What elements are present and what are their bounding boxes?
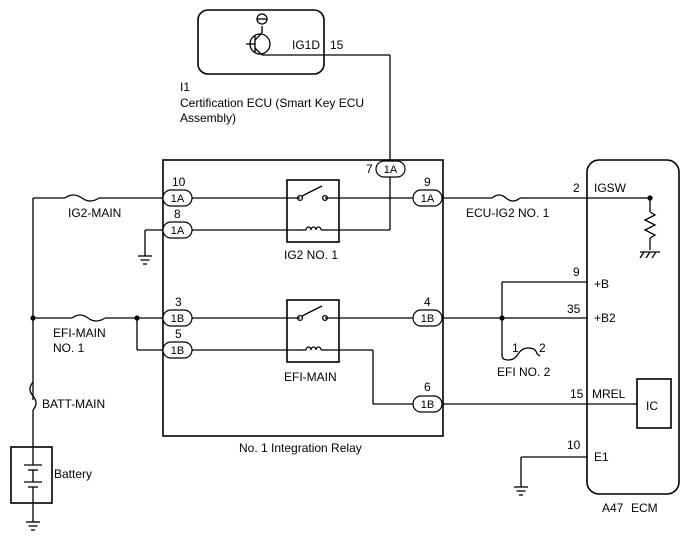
svg-text:1A: 1A bbox=[171, 225, 185, 237]
chassis-ground-icon bbox=[639, 251, 660, 259]
svg-text:7: 7 bbox=[366, 162, 373, 176]
svg-text:+B2: +B2 bbox=[594, 311, 616, 325]
svg-text:2: 2 bbox=[573, 181, 580, 195]
svg-text:1B: 1B bbox=[171, 345, 184, 357]
connector-pin-5: 5 1B bbox=[162, 327, 193, 359]
ecm-terminal-igsw: 2 IGSW bbox=[573, 181, 627, 195]
ground-icon bbox=[514, 486, 528, 496]
integration-relay-block: No. 1 Integration Relay IG2 NO. 1 bbox=[162, 159, 444, 455]
battery-label: Battery bbox=[54, 467, 92, 481]
svg-text:5: 5 bbox=[175, 327, 182, 341]
relay-ig2-no1-label: IG2 NO. 1 bbox=[284, 248, 338, 262]
battery-cell-icon bbox=[24, 447, 42, 503]
certification-ecu-name-line1: Certification ECU (Smart Key ECU bbox=[180, 96, 364, 110]
fuse-efi-main-no1: EFI-MAIN NO. 1 bbox=[53, 314, 106, 355]
svg-text:4: 4 bbox=[424, 295, 431, 309]
efi-main-no1-label-line1: EFI-MAIN bbox=[53, 326, 106, 340]
svg-text:1A: 1A bbox=[421, 193, 435, 205]
fuse-ig2-main: IG2-MAIN bbox=[64, 194, 121, 220]
relay-coil-icon bbox=[300, 346, 327, 351]
connector-pin-3: 3 1B bbox=[162, 295, 193, 327]
svg-text:10: 10 bbox=[567, 438, 581, 452]
efi-no2-pin2: 2 bbox=[539, 341, 546, 355]
battery-box bbox=[10, 446, 53, 504]
ecm-ic: IC bbox=[587, 378, 672, 429]
svg-text:1A: 1A bbox=[171, 193, 185, 205]
wires bbox=[32, 55, 587, 522]
svg-text:15: 15 bbox=[570, 387, 584, 401]
certification-ecu: IG1D 15 I1 Certification ECU (Smart Key … bbox=[180, 9, 390, 125]
svg-text:1B: 1B bbox=[171, 313, 184, 325]
svg-text:1A: 1A bbox=[384, 164, 398, 176]
ecm-terminal-plus-b: 9 +B bbox=[573, 265, 609, 291]
ig1d-pin-number: 15 bbox=[330, 38, 344, 52]
ecm-terminal-plus-b2: 35 +B2 bbox=[567, 302, 616, 325]
svg-text:35: 35 bbox=[567, 302, 581, 316]
svg-text:9: 9 bbox=[424, 175, 431, 189]
fuse-ecu-ig2-no1: ECU-IG2 NO. 1 bbox=[466, 194, 550, 220]
svg-text:9: 9 bbox=[573, 265, 580, 279]
relay-efi-main: EFI-MAIN bbox=[284, 299, 340, 384]
svg-text:1B: 1B bbox=[421, 313, 434, 325]
connector-pin-4: 4 1B bbox=[412, 295, 443, 327]
efi-main-no1-label-line2: NO. 1 bbox=[53, 341, 85, 355]
ecm-box bbox=[586, 159, 680, 495]
connector-pin-6: 6 1B bbox=[412, 380, 443, 413]
relay-efi-main-label: EFI-MAIN bbox=[284, 370, 337, 384]
integration-relay-name: No. 1 Integration Relay bbox=[239, 441, 362, 455]
junction-dots bbox=[30, 315, 505, 321]
efi-no2-label: EFI NO. 2 bbox=[497, 365, 551, 379]
fuse-efi-no2: 1 2 EFI NO. 2 bbox=[497, 341, 551, 379]
svg-text:+B: +B bbox=[594, 277, 609, 291]
ecm-code: A47 bbox=[602, 501, 624, 515]
battery: Battery bbox=[10, 446, 92, 504]
svg-text:E1: E1 bbox=[594, 450, 609, 464]
connector-pin-10: 10 1A bbox=[162, 175, 193, 207]
transistor-icon bbox=[246, 13, 390, 56]
relay-ig2-no1: IG2 NO. 1 bbox=[284, 179, 340, 262]
integration-relay-box bbox=[162, 159, 444, 437]
ecm-terminal-e1: 10 E1 bbox=[567, 438, 609, 464]
svg-text:MREL: MREL bbox=[592, 387, 626, 401]
relay-switch-icon bbox=[296, 185, 329, 202]
ig1d-terminal-label: IG1D bbox=[292, 38, 320, 52]
connector-pin-9: 9 1A bbox=[412, 175, 443, 207]
fuse-batt-main: BATT-MAIN bbox=[29, 381, 105, 411]
svg-text:6: 6 bbox=[424, 380, 431, 394]
certification-ecu-code: I1 bbox=[180, 80, 190, 94]
svg-text:3: 3 bbox=[175, 295, 182, 309]
batt-main-label: BATT-MAIN bbox=[42, 397, 105, 411]
certification-ecu-name-line2: Assembly) bbox=[180, 111, 236, 125]
connector-pin-8: 8 1A bbox=[162, 207, 193, 239]
ecm-name: ECM bbox=[631, 501, 658, 515]
svg-text:10: 10 bbox=[172, 175, 186, 189]
ground-icon bbox=[26, 521, 40, 531]
ig2-main-label: IG2-MAIN bbox=[68, 206, 121, 220]
ecm-terminal-mrel: 15 MREL bbox=[570, 387, 626, 401]
svg-text:1B: 1B bbox=[421, 399, 434, 411]
ecm: A47 ECM IC 2 IGSW 9 +B bbox=[567, 159, 680, 515]
ground-icon bbox=[138, 255, 152, 265]
resistor-icon bbox=[587, 195, 657, 250]
svg-text:IGSW: IGSW bbox=[594, 181, 627, 195]
connector-pin-7: 7 1A bbox=[366, 160, 406, 178]
ecu-ig2-no1-label: ECU-IG2 NO. 1 bbox=[466, 206, 550, 220]
relay-coil-icon bbox=[300, 226, 327, 231]
ic-label: IC bbox=[646, 399, 658, 413]
svg-text:8: 8 bbox=[174, 207, 181, 221]
certification-ecu-box bbox=[197, 9, 325, 75]
efi-no2-pin1: 1 bbox=[512, 341, 519, 355]
relay-switch-icon bbox=[296, 305, 329, 322]
